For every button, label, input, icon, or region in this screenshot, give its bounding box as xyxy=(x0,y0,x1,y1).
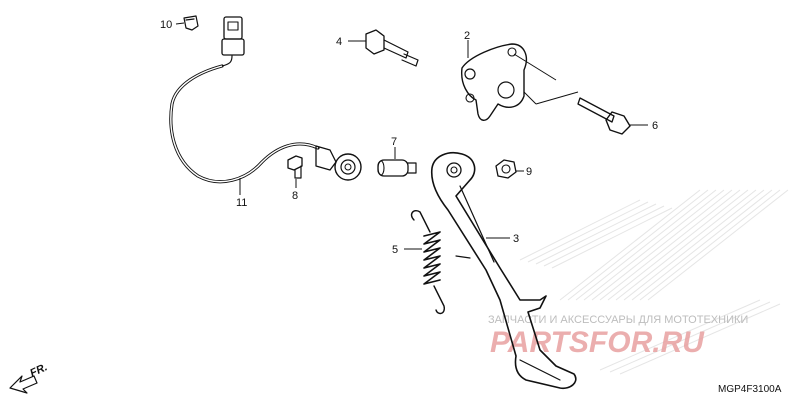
front-label: FR. xyxy=(28,361,49,379)
part-11-wire-harness xyxy=(169,16,320,184)
part-4-bolt xyxy=(365,29,419,67)
leader-2-a xyxy=(513,53,557,81)
part-3-side-stand xyxy=(430,152,577,390)
diagram-code: MGP4F3100A xyxy=(718,384,782,395)
callout-4: 4 xyxy=(336,36,342,48)
callout-2: 2 xyxy=(464,30,470,42)
callout-5: 5 xyxy=(392,244,398,256)
part-6-bolt xyxy=(577,97,631,135)
part-9-nut xyxy=(495,159,517,179)
wing-emblem-watermark xyxy=(519,189,789,375)
part-10-clip xyxy=(183,15,199,31)
watermark-caption: ЗАПЧАСТИ И АКСЕССУАРЫ ДЛЯ МОТОТЕХНИКИ xyxy=(488,314,748,326)
part-5-spring xyxy=(410,210,446,315)
leader-2-c xyxy=(535,91,579,105)
callout-8: 8 xyxy=(292,190,298,202)
watermark-brand: PARTSFOR.RU xyxy=(490,326,705,359)
part-7-collar xyxy=(377,159,417,177)
leader-10 xyxy=(175,22,185,25)
part-8-screw xyxy=(287,155,303,179)
part-2-bracket xyxy=(461,43,528,121)
part-1-side-stand-switch xyxy=(315,145,362,181)
leader-2-b xyxy=(523,91,537,105)
callout-3: 3 xyxy=(513,233,519,245)
callout-10: 10 xyxy=(160,19,172,31)
callout-9: 9 xyxy=(526,166,532,178)
front-arrow-icon xyxy=(9,375,38,394)
callout-7: 7 xyxy=(391,136,397,148)
callout-6: 6 xyxy=(652,120,658,132)
callout-11: 11 xyxy=(236,197,247,209)
